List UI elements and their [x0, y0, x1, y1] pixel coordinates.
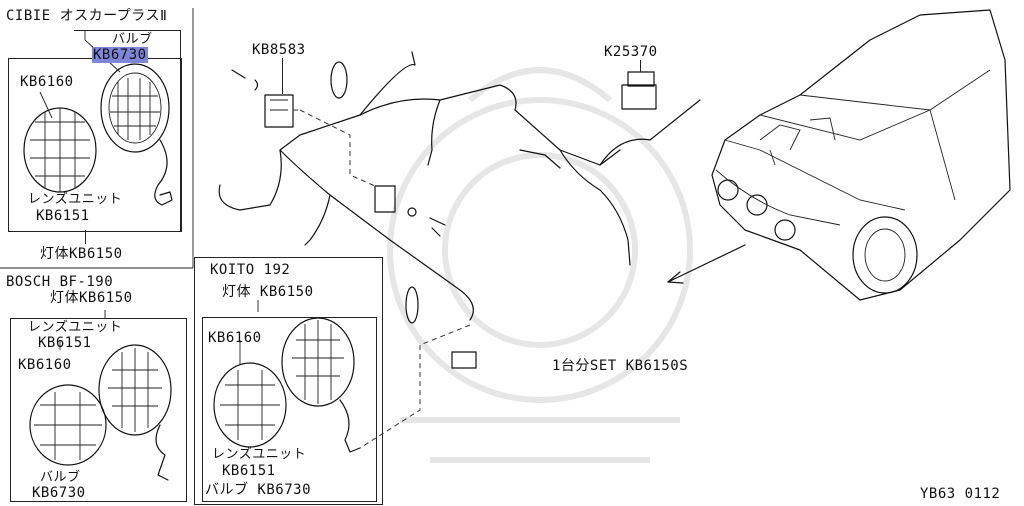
switch-leader: [640, 60, 641, 72]
koito-bulb-label[interactable]: バルブ KB6730: [205, 482, 312, 498]
koito-outer-box: [194, 257, 383, 505]
koito-lens-unit-label: レンズユニット: [212, 447, 307, 462]
cibie-lens-part[interactable]: KB6160: [20, 74, 74, 90]
switch-part-label[interactable]: K25370: [604, 44, 658, 60]
koito-lamp-drawing: [213, 300, 361, 453]
bosch-lamp-drawing: [29, 310, 172, 481]
direction-arrow: [667, 244, 746, 284]
cibie-leader: [85, 230, 86, 244]
bosch-title: BOSCH BF-190: [6, 274, 114, 290]
koito-box: [202, 317, 377, 502]
bosch-body-label[interactable]: 灯体KB6150: [50, 290, 133, 306]
relay-leader: [282, 58, 283, 94]
bosch-bulb-label: バルブ: [40, 470, 81, 485]
cibie-lens-unit-part[interactable]: KB6151: [36, 208, 90, 224]
vehicle-drawing: [711, 9, 1011, 301]
koito-lens-unit-part[interactable]: KB6151: [222, 463, 276, 479]
bosch-lens-unit-label: レンズユニット: [28, 320, 123, 335]
cibie-lens-unit-label: レンズユニット: [28, 192, 123, 207]
diagram-code: YB63 0112: [920, 486, 1001, 502]
watermark-emblem: [387, 67, 693, 463]
bosch-lens-unit-part[interactable]: KB6151: [38, 335, 92, 351]
koito-body-label[interactable]: 灯体 KB6150: [222, 284, 314, 300]
dashed-leaders: [293, 109, 471, 449]
set-label[interactable]: 1台分SET KB6150S: [552, 358, 689, 374]
koito-lens-part[interactable]: KB6160: [208, 330, 262, 346]
bosch-lens-part[interactable]: KB6160: [18, 357, 72, 373]
cibie-bulb-label: バルブ: [112, 32, 153, 47]
cibie-body-label[interactable]: 灯体KB6150: [40, 246, 123, 262]
wire-harness-drawing: [218, 51, 701, 369]
koito-title: KOITO 192: [210, 262, 291, 278]
relay-part-label[interactable]: KB8583: [252, 42, 306, 58]
cibie-bulb-part[interactable]: KB6730: [92, 47, 148, 63]
cibie-title: CIBIE オスカープラスⅡ: [6, 8, 168, 24]
bosch-bulb-part[interactable]: KB6730: [32, 485, 86, 501]
bosch-box: [10, 318, 187, 502]
cibie-lamp-drawing: [23, 30, 173, 206]
